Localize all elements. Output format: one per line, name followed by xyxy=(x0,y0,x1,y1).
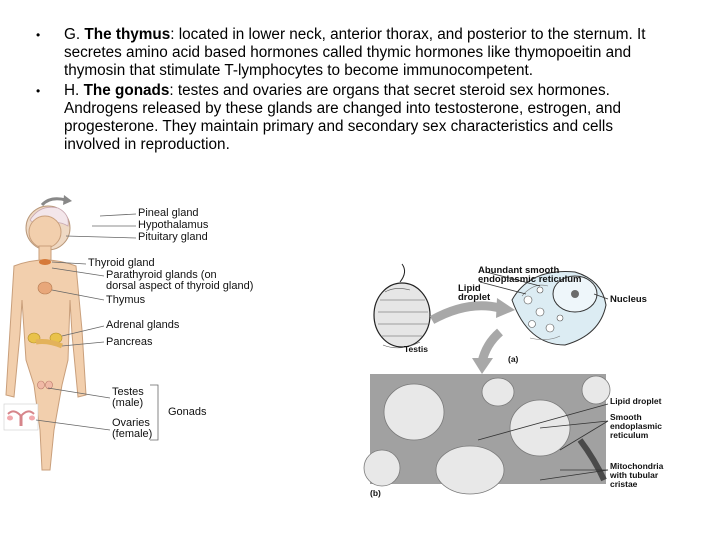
label-thymus: Thymus xyxy=(106,294,146,306)
bullet-term: The gonads xyxy=(83,81,170,99)
list-item-gonads: • H. The gonads: testes and ovaries are … xyxy=(32,82,672,155)
label-ovaries-line2: (female) xyxy=(112,428,153,440)
label-abundant-ser-line1: Abundant smooth xyxy=(478,265,560,276)
cell-leader-lines xyxy=(477,271,609,481)
leydig-cell-illustration xyxy=(511,271,607,346)
label-hypothalamus: Hypothalamus xyxy=(138,219,209,231)
label-testis: Testis xyxy=(404,344,428,354)
label-pineal-gland: Pineal gland xyxy=(138,207,199,219)
electron-micrograph xyxy=(363,374,611,495)
bullet-term: The thymus xyxy=(84,26,171,43)
ovary-inset-illustration xyxy=(3,403,39,431)
label-pituitary-gland: Pituitary gland xyxy=(138,231,208,243)
testis-marker xyxy=(37,380,45,390)
arrow-icon xyxy=(429,301,502,324)
label-lipid-line1: Lipid xyxy=(458,283,481,294)
label-ovaries-line1: Ovaries xyxy=(112,417,150,429)
bullet-dot: • xyxy=(36,83,41,98)
label-panel-a: (a) xyxy=(508,354,519,364)
label-smooth-er-line2: endoplasmic xyxy=(610,421,662,431)
bullet-prefix: H. xyxy=(64,81,80,99)
list-item-thymus: • G. The thymus: located in lower neck, … xyxy=(32,26,672,81)
bullet-list: • G. The thymus: located in lower neck, … xyxy=(32,26,672,155)
label-thyroid-gland: Thyroid gland xyxy=(88,257,155,269)
label-lipid-droplet: Lipid droplet xyxy=(610,396,662,406)
label-mitochondria-line2: with tubular xyxy=(610,470,659,480)
label-abundant-ser-line2: endoplasmic reticulum xyxy=(478,274,582,285)
label-parathyroid-line1: Parathyroid glands (on xyxy=(106,269,217,281)
label-nucleus: Nucleus xyxy=(610,294,647,305)
label-lipid-line2: droplet xyxy=(458,292,491,303)
label-mitochondria-line1: Mitochondria xyxy=(610,461,664,471)
label-parathyroid-line2: dorsal aspect of thyroid gland) xyxy=(106,280,254,292)
label-pancreas: Pancreas xyxy=(106,336,153,348)
bullet-text: : testes and ovaries are organs that sec… xyxy=(64,81,622,154)
label-smooth-er-line1: Smooth xyxy=(610,412,642,422)
label-testes-line2: (male) xyxy=(112,397,144,409)
bullet-prefix: G. xyxy=(64,26,81,43)
label-testes-line1: Testes xyxy=(112,386,144,398)
label-smooth-er-line3: reticulum xyxy=(610,430,649,440)
label-mitochondria-line3: cristae xyxy=(610,479,638,489)
thymus-marker xyxy=(37,281,53,295)
pancreas-marker xyxy=(35,339,63,349)
label-gonads: Gonads xyxy=(168,406,207,418)
bullet-dot: • xyxy=(36,28,41,42)
bullet-text: : located in lower neck, anterior thorax… xyxy=(64,26,646,80)
label-panel-b: (b) xyxy=(370,488,381,498)
thyroid-marker xyxy=(39,259,51,265)
leader-lines xyxy=(35,213,159,441)
testis-sketch-illustration xyxy=(373,263,431,349)
label-adrenal-glands: Adrenal glands xyxy=(106,319,180,331)
